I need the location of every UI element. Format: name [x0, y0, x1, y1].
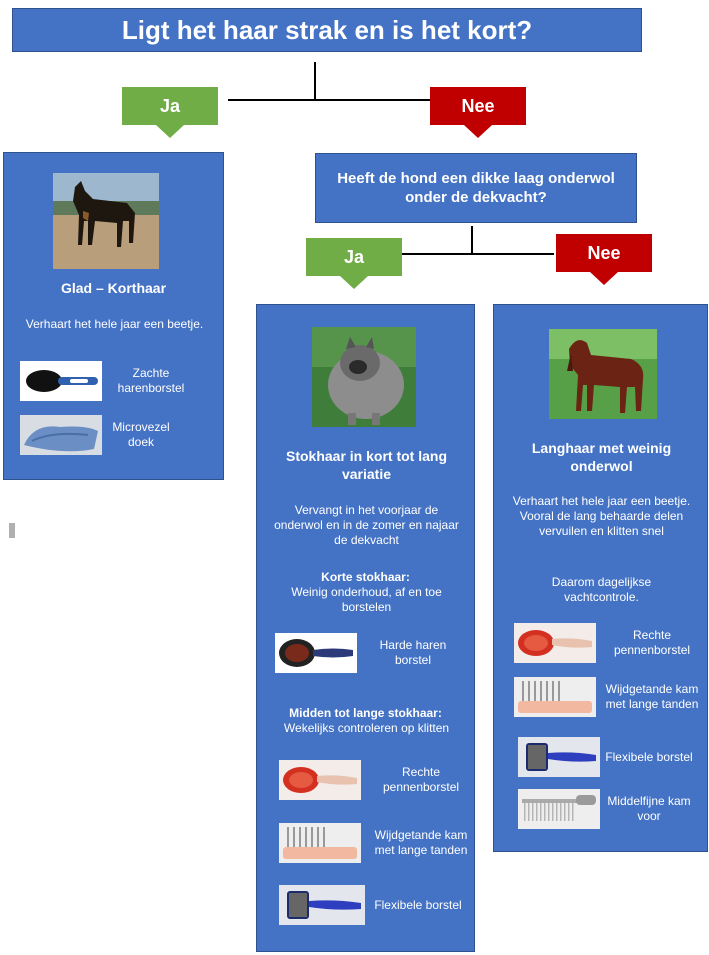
yes-label-2: Ja [306, 238, 402, 276]
panel-longhair: Langhaar met weinig onderwol Verhaart he… [493, 304, 708, 852]
tool-label: Rechte pennenborstel [613, 628, 691, 657]
panel-mid-section1-text: Weinig onderhoud, af en toe borstelen [291, 585, 442, 614]
slicker-brush-icon [279, 885, 365, 925]
panel-right-title: Langhaar met weinig onderwol [531, 440, 672, 474]
tool-slicker-brush: Flexibele borstel [518, 737, 694, 777]
tool-microfiber-cloth: Microvezel doek [20, 415, 176, 455]
pin-brush-icon [279, 760, 361, 800]
soft-brush-icon [20, 361, 102, 401]
tool-wide-comb: Wijdgetande kam met lange tanden [279, 823, 471, 863]
tool-label: Harde haren borstel [379, 638, 447, 667]
panel-mid-section2-text: Wekelijks controleren op klitten [283, 721, 450, 735]
panel-mid-section1-title: Korte stokhaar: [321, 570, 410, 584]
no-arrow-1 [464, 125, 492, 138]
panel-mid-text: Vervangt in het voorjaar de onderwol en … [274, 503, 459, 547]
tool-label: Flexibele borstel [605, 749, 693, 764]
tool-label: Middelfijne kam voor [607, 794, 691, 823]
connector-horizontal-1 [228, 99, 430, 101]
tool-soft-brush: Zachte harenborstel [20, 361, 196, 401]
connector-horizontal-2 [402, 253, 554, 255]
question-2-text: Heeft de hond een dikke laag onderwol on… [337, 170, 615, 206]
no-arrow-2 [590, 272, 618, 285]
wide-comb-icon [514, 677, 596, 717]
doberman-photo [53, 173, 159, 269]
hard-brush-icon [275, 633, 357, 673]
tool-label: Rechte pennenborstel [382, 765, 460, 794]
tool-slicker-brush: Flexibele borstel [279, 885, 463, 925]
no-label-1: Nee [430, 87, 526, 125]
wide-comb-icon [279, 823, 361, 863]
panel-stick-hair: Stokhaar in kort tot lang variatie Verva… [256, 304, 475, 952]
connector-vertical-2 [471, 226, 473, 254]
panel-smooth-shorthair: Glad – Korthaar Verhaart het hele jaar e… [3, 152, 224, 480]
tool-pin-brush: Rechte pennenborstel [514, 623, 702, 663]
slicker-brush-icon [518, 737, 600, 777]
yes-label-1: Ja [122, 87, 218, 125]
no-label-2: Nee [556, 234, 652, 272]
keeshond-photo [312, 327, 416, 427]
microfiber-cloth-icon [20, 415, 102, 455]
panel-mid-section2-title: Midden tot lange stokhaar: [289, 706, 442, 720]
pin-brush-icon [514, 623, 596, 663]
tool-wide-comb: Wijdgetande kam met lange tanden [514, 677, 702, 717]
tool-label: Zachte harenborstel [117, 366, 185, 395]
tool-label: Flexibele borstel [374, 897, 462, 912]
tool-label: Wijdgetande kam met lange tanden [374, 828, 468, 857]
setter-photo [549, 329, 657, 419]
tool-label: Microvezel doek [112, 420, 170, 449]
question-1-box: Ligt het haar strak en is het kort? [12, 8, 642, 52]
stray-mark [9, 523, 15, 538]
panel-right-text: Verhaart het hele jaar een beetje. Voora… [512, 494, 691, 538]
tool-pin-brush: Rechte pennenborstel [279, 760, 471, 800]
fine-comb-icon [518, 789, 600, 829]
panel-left-title: Glad – Korthaar [60, 280, 167, 296]
question-2-box: Heeft de hond een dikke laag onderwol on… [315, 153, 637, 223]
question-1-text: Ligt het haar strak en is het kort? [121, 14, 533, 45]
panel-left-text: Verhaart het hele jaar een beetje. [25, 317, 204, 331]
connector-vertical-1 [314, 62, 316, 99]
panel-mid-title: Stokhaar in kort tot lang variatie [285, 448, 447, 482]
yes-arrow-2 [340, 276, 368, 289]
yes-arrow-1 [156, 125, 184, 138]
tool-hard-brush: Harde haren borstel [275, 633, 463, 673]
tool-fine-comb: Middelfijne kam voor [518, 789, 694, 829]
tool-label: Wijdgetande kam met lange tanden [605, 682, 699, 711]
panel-right-text2: Daarom dagelijkse vachtcontrole. [551, 575, 652, 604]
